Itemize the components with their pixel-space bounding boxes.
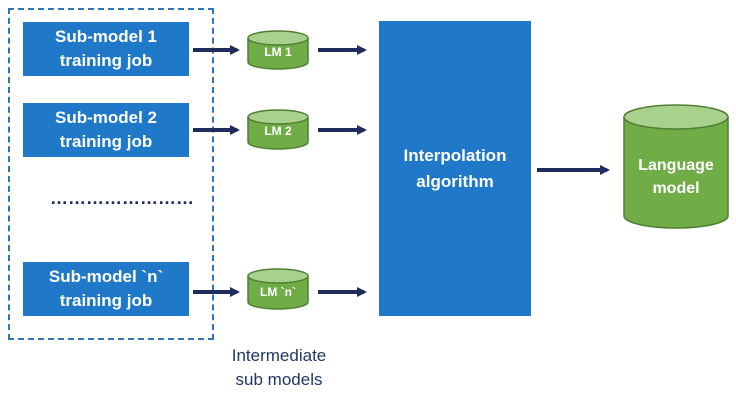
interpolation-algorithm-box: Interpolation algorithm: [379, 21, 531, 316]
ellipsis: ……………………: [50, 188, 194, 208]
lm-n-label: LM `n`: [260, 285, 296, 299]
language-model-label-line2: model: [652, 180, 699, 197]
lm-2-cylinder: LM 2: [247, 109, 309, 150]
language-model-label-line1: Language: [638, 157, 714, 174]
lm-1-label: LM 1: [264, 45, 292, 59]
lm-n-cylinder: LM `n`: [247, 268, 309, 310]
sub-model-2-job: Sub-model 2 training job: [23, 103, 189, 157]
sub-model-1-job: Sub-model 1 training job: [23, 22, 189, 76]
lm-1-cylinder: LM 1: [247, 30, 309, 70]
sub-model-n-job: Sub-model `n` training job: [23, 262, 189, 316]
language-model-cylinder: Language model: [623, 104, 729, 229]
lm-2-label: LM 2: [264, 124, 292, 138]
sub-model-group: [8, 8, 214, 340]
intermediate-caption: Intermediate sub models: [231, 346, 327, 389]
